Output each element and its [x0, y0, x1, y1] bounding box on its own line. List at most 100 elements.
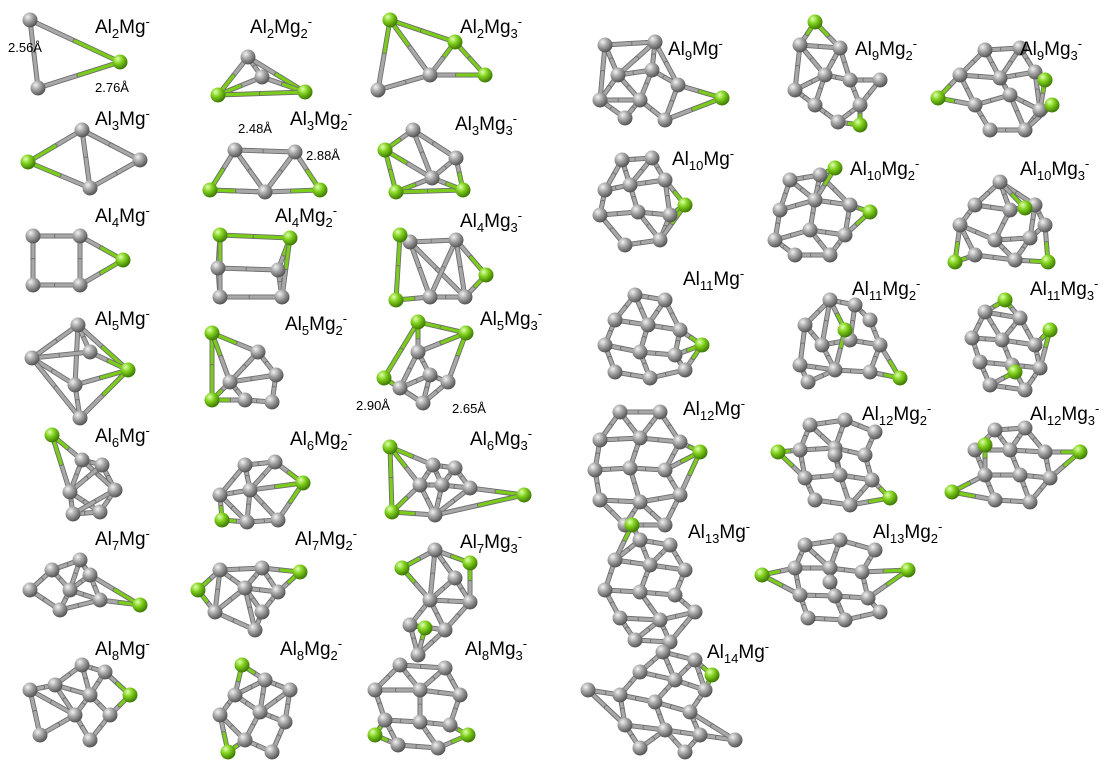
al-atom — [1012, 310, 1028, 326]
mg-atom — [202, 182, 218, 198]
al-atom — [72, 228, 88, 244]
al-atom — [1002, 202, 1018, 218]
mg-atom — [394, 560, 410, 576]
al-atom — [405, 122, 421, 138]
al-atom — [617, 237, 633, 253]
mg-atom — [190, 582, 206, 598]
mg-atom — [478, 267, 494, 283]
mg-atom — [900, 562, 916, 578]
al-atom — [252, 704, 268, 720]
al-atom — [632, 584, 648, 600]
al-atom — [630, 204, 646, 220]
al-atom — [807, 192, 823, 208]
al-atom — [210, 260, 226, 276]
al-atom — [612, 404, 628, 420]
al-atom — [847, 297, 863, 313]
mg-atom — [384, 504, 400, 520]
mg-atom — [212, 227, 228, 243]
cluster-label-al5mg3: Al5Mg3- — [480, 306, 542, 333]
al-atom — [92, 504, 108, 520]
al-atom — [25, 228, 41, 244]
al-atom — [207, 604, 223, 620]
al-atom — [672, 487, 688, 503]
mg-bond — [477, 493, 526, 507]
al-atom — [427, 507, 443, 523]
al-atom — [872, 72, 888, 88]
al-atom — [82, 732, 98, 748]
al-atom — [1007, 252, 1023, 268]
al-atom — [657, 517, 673, 533]
al-atom — [254, 69, 270, 85]
al-atom — [627, 632, 643, 648]
mg-bond — [73, 39, 122, 64]
al-atom — [670, 77, 686, 93]
al-atom — [287, 144, 303, 160]
al-atom — [644, 62, 660, 78]
al-atom — [270, 584, 286, 600]
mg-atom — [704, 667, 720, 683]
al-atom — [860, 590, 876, 606]
mg-atom — [297, 84, 313, 100]
mg-atom — [1007, 364, 1023, 380]
al-atom — [82, 567, 98, 583]
mg-atom — [862, 204, 878, 220]
al-atom — [842, 497, 858, 513]
al-atom — [1027, 337, 1043, 353]
mg-atom — [516, 487, 532, 503]
al-atom — [797, 317, 813, 333]
al-atom — [1027, 64, 1043, 80]
al-atom — [687, 604, 703, 620]
al-atom — [592, 92, 608, 108]
al-atom — [802, 417, 818, 433]
al-atom — [268, 367, 284, 383]
al-atom — [832, 40, 848, 56]
al-atom — [212, 487, 228, 503]
al-atom — [1022, 230, 1038, 246]
al-atom — [622, 177, 638, 193]
al-atom — [107, 482, 123, 498]
al-atom — [782, 172, 798, 188]
bonds-layer — [25, 17, 1083, 755]
al-atom — [632, 430, 648, 446]
al-atom — [72, 410, 88, 426]
al-atom — [862, 312, 878, 328]
mg-atom — [837, 322, 853, 338]
al-atom — [655, 644, 671, 660]
mg-atom — [295, 475, 311, 491]
cluster-label-al5mg2: Al5Mg2- — [285, 311, 347, 338]
al-atom — [277, 714, 293, 730]
bond-length-label: 2.65Å — [452, 401, 486, 416]
al-atom — [240, 49, 256, 65]
al-atom — [422, 289, 438, 305]
mg-atom — [382, 12, 398, 28]
al-atom — [972, 354, 988, 370]
al-atom — [767, 232, 783, 248]
al-atom — [632, 664, 648, 680]
al-atom — [270, 262, 286, 278]
al-atom — [422, 592, 438, 608]
al-atom — [82, 687, 98, 703]
mg-atom — [20, 154, 36, 170]
al-atom — [662, 537, 678, 553]
al-atom — [727, 732, 743, 748]
al-atom — [642, 370, 658, 386]
al-atom — [247, 622, 263, 638]
al-atom — [410, 344, 426, 360]
cluster-label-al6mg1: Al6Mg- — [95, 423, 150, 450]
cluster-label-al2mg1: Al2Mg- — [95, 14, 150, 41]
mg-atom — [930, 90, 946, 106]
al-atom — [1032, 360, 1048, 376]
mg-atom — [214, 512, 230, 528]
cluster-label-al2mg3: Al2Mg3- — [460, 14, 522, 41]
al-atom — [792, 587, 808, 603]
al-atom — [30, 80, 46, 96]
mg-atom — [377, 142, 393, 158]
cluster-label-al10mg2: Al10Mg2- — [850, 156, 919, 183]
al-atom — [377, 712, 393, 728]
cluster-label-al10mg1: Al10Mg- — [672, 146, 734, 173]
al-atom — [67, 707, 83, 723]
al-atom — [797, 470, 813, 486]
al-atom — [652, 612, 668, 628]
mg-atom — [204, 325, 220, 341]
al-atom — [822, 292, 838, 308]
